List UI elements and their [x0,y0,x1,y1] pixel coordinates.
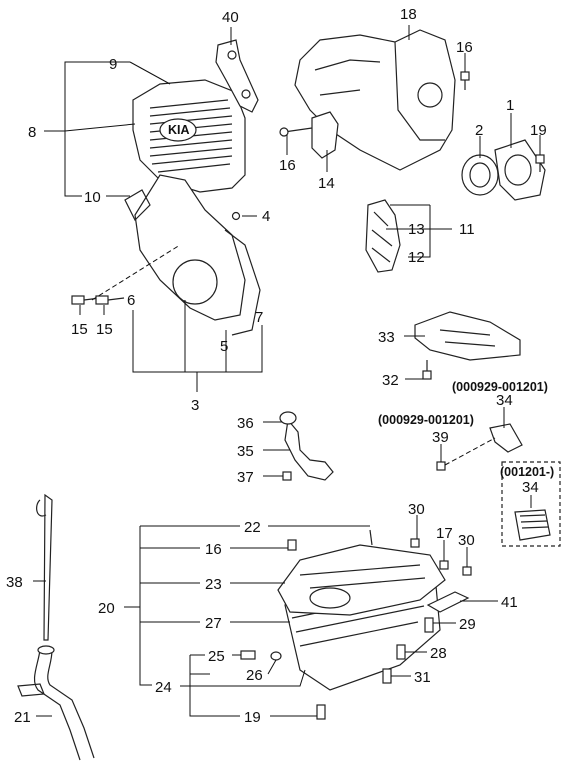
bracket-40 [215,39,259,113]
oil-seal-2 [461,154,499,196]
bolt-16-bottom [287,539,297,551]
dipstick-38 [36,493,53,641]
oil-strainer-35 [279,411,334,481]
drain-plug-25 [240,650,256,660]
callout-33: 33 [378,329,395,346]
callout-34-top: 34 [496,392,513,409]
callout-25: 25 [208,648,225,665]
callout-19-bottom: 19 [244,709,261,726]
callout-28: 28 [430,645,447,662]
bolt-37 [282,471,292,481]
washer-26 [270,651,282,661]
callout-7: 7 [255,309,263,326]
oil-pan-upper-23 [277,544,446,616]
bolt-31 [382,668,392,684]
callout-4: 4 [262,208,270,225]
bolt-32 [422,360,432,380]
callout-16-mid: 16 [279,157,296,174]
bolt-17 [439,560,449,570]
callout-17: 17 [436,525,453,542]
callout-29: 29 [459,616,476,633]
callout-labels: 40 18 16 9 1 2 19 8 16 14 10 4 13 11 12 … [6,6,547,726]
timing-belt-cover-upper: KIA [132,79,246,193]
production-code-c: (001201-) [500,465,554,479]
guide-tube-21 [17,645,95,761]
bolt-15-b [95,295,125,305]
bolt-19-bottom [316,704,326,720]
callout-1: 1 [506,97,514,114]
callout-41: 41 [501,594,518,611]
callout-36: 36 [237,415,254,432]
callout-16-top: 16 [456,39,473,56]
callout-15-b: 15 [96,321,113,338]
callout-15-a: 15 [71,321,88,338]
callout-30-right: 30 [458,532,475,549]
bracket-14 [279,111,339,159]
cover-13-12 [365,199,401,273]
production-codes: (000929-001201) (000929-001201) (001201-… [378,380,554,479]
callout-3: 3 [191,397,199,414]
callout-31: 31 [414,669,431,686]
production-code-b: (000929-001201) [378,413,474,427]
bolt-16-top [460,71,470,90]
callout-18: 18 [400,6,417,23]
callout-34-box: 34 [522,479,539,496]
sensor-41 [426,591,470,613]
leader-lines [33,25,541,717]
bolt-30-a [410,538,420,548]
callout-38: 38 [6,574,23,591]
seal-housing-1 [494,139,546,201]
callout-10: 10 [84,189,101,206]
callout-16-bottom: 16 [205,541,222,558]
callout-6: 6 [127,292,135,309]
bracket-34-variant-box [501,461,561,547]
callout-12: 12 [408,249,425,266]
bracket-34-a [489,423,523,453]
callout-8: 8 [28,124,36,141]
callout-5: 5 [220,338,228,355]
callout-2: 2 [475,122,483,139]
callout-27: 27 [205,615,222,632]
production-code-a: (000929-001201) [452,380,548,394]
callout-13: 13 [408,221,425,238]
callout-37: 37 [237,469,254,486]
callout-40: 40 [222,9,239,26]
callout-21: 21 [14,709,31,726]
callout-26: 26 [246,667,263,684]
callout-32: 32 [382,372,399,389]
svg-text:KIA: KIA [168,123,190,137]
callout-11: 11 [459,221,475,238]
callout-35: 35 [237,443,254,460]
callout-14: 14 [318,175,335,192]
callout-19-top: 19 [530,122,547,139]
gasket-22 [369,529,373,546]
bolt-28 [396,644,406,660]
timing-cover-lower [124,174,261,336]
callout-30-top: 30 [408,501,425,518]
callout-23: 23 [205,576,222,593]
callout-39: 39 [432,429,449,446]
callout-20: 20 [98,600,115,617]
bolt-29 [424,617,434,633]
plate-33 [414,311,521,361]
bolt-30-b [462,566,472,576]
callout-24: 24 [155,679,172,696]
callout-9: 9 [109,56,117,73]
callout-22: 22 [244,519,261,536]
